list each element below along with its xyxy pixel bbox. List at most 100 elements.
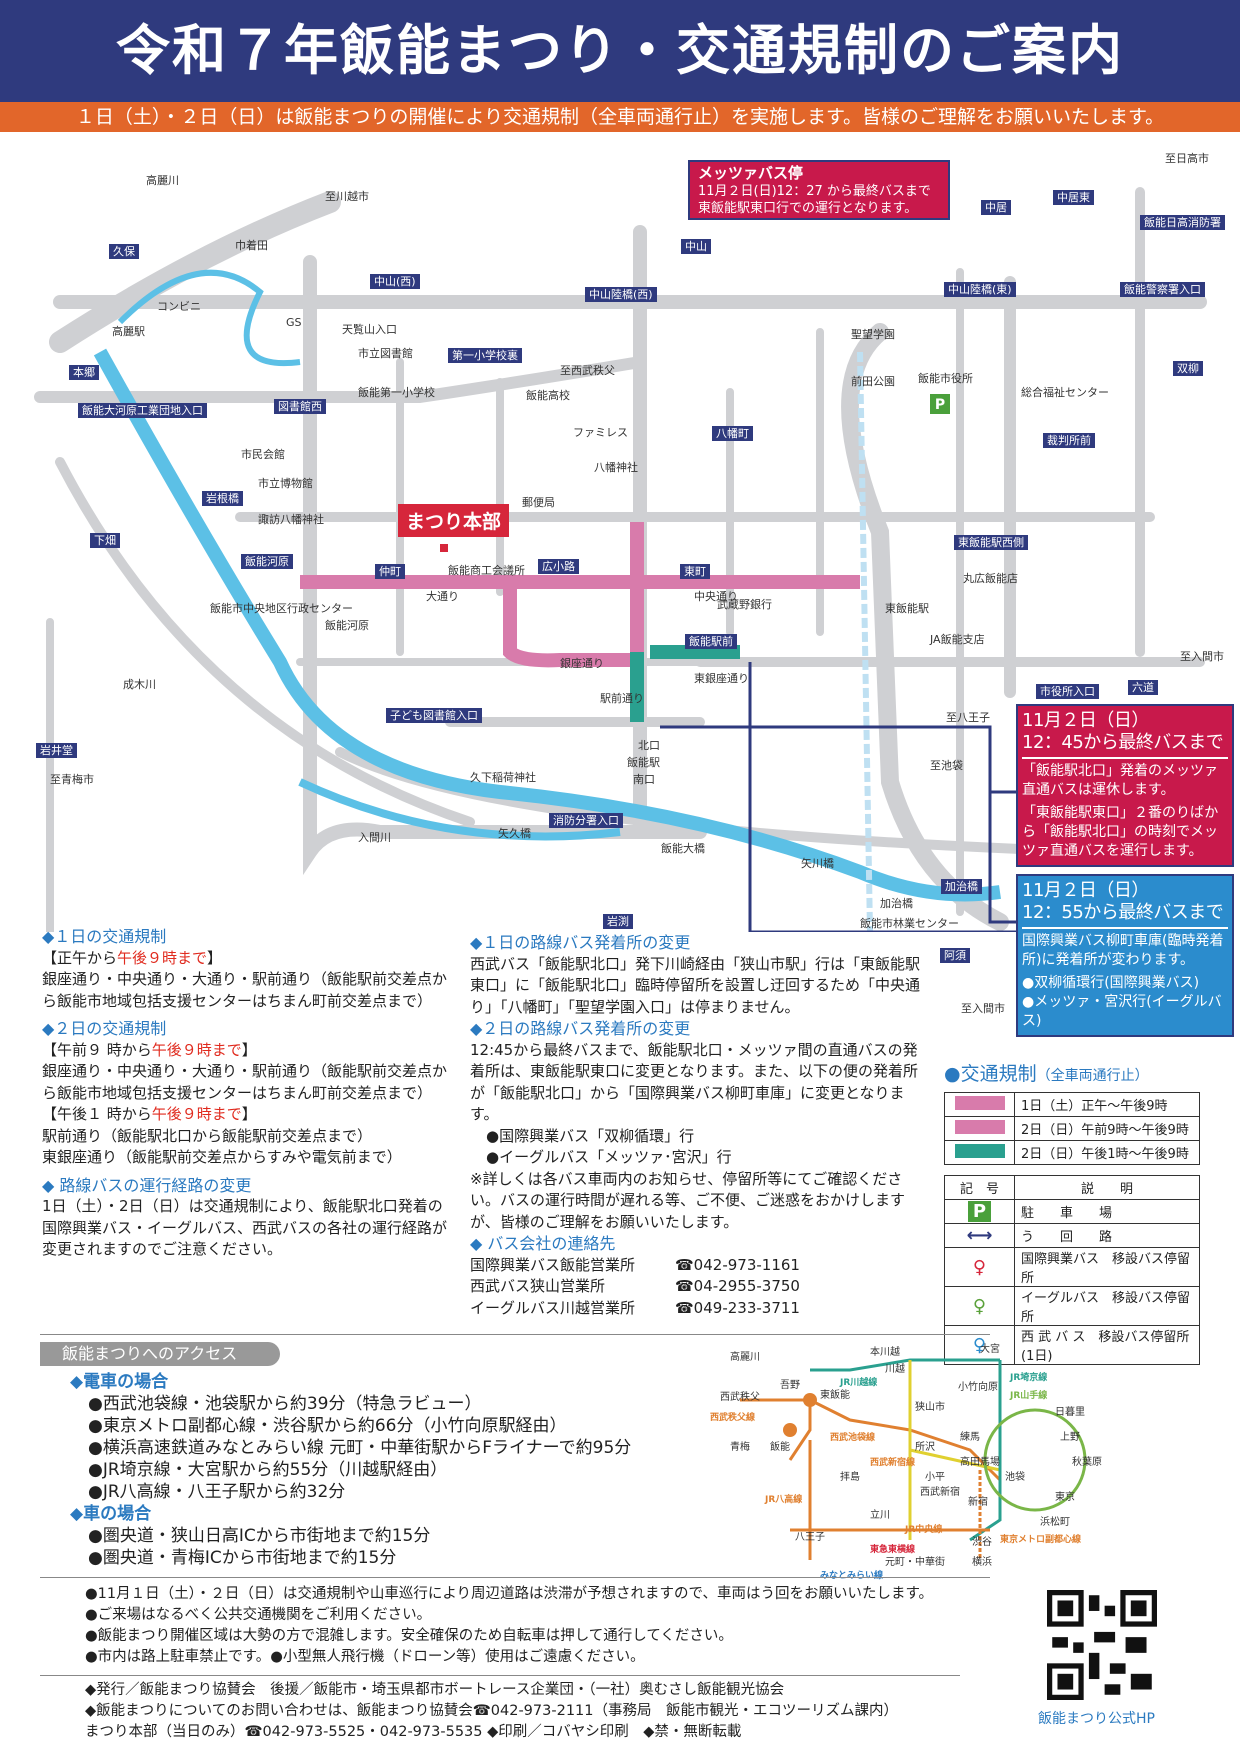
intersection-label: 広小路	[538, 559, 579, 574]
panel-text: 国際興業バス柳町車庫(臨時発着所)に発着所が変わります。	[1022, 933, 1224, 968]
rail-station-label: 池袋	[1005, 1470, 1025, 1483]
legend-label: 1日（土）正午〜午後9時	[1014, 1092, 1200, 1117]
rail-line-label: JR中央線	[904, 1523, 942, 1535]
train-route: ●西武池袋線・池袋駅から約39分（特急ラビュー）	[88, 1394, 482, 1414]
map-place-label: 巾着田	[235, 239, 268, 252]
intersection-label: 中山陸橋(西)	[585, 287, 657, 302]
intersection-label: 中山陸橋(東)	[944, 282, 1016, 297]
rail-station-label: 西武秩父	[720, 1390, 760, 1403]
intersection-label: 飯能大河原工業団地入口	[78, 403, 207, 418]
intersection-label: 八幡町	[712, 426, 753, 441]
map-place-label: 加治橋	[880, 897, 913, 910]
symbol-label: イーグルバス 移設バス停留所	[1014, 1286, 1200, 1326]
note-item: ●11月１日（土）・２日（日）は交通規制や山車巡行により周辺道路は渋滞が予想され…	[85, 1586, 934, 1602]
train-route: ●JR八高線・八王子駅から約32分	[88, 1482, 346, 1502]
map-place-label: 聖望学園	[851, 328, 895, 341]
map-place-label: 飯能河原	[325, 619, 369, 632]
legend-label: 2日（日）午後1時〜午後9時	[1014, 1140, 1200, 1165]
intersection-label: 飯能日高消防署	[1140, 215, 1225, 230]
map-place-label: 久下稲荷神社	[470, 771, 536, 784]
footer-line: ◆飯能まつりについてのお問い合わせは、飯能まつり協賛会☎042-973-2111…	[85, 1703, 898, 1719]
intersection-label: 飯能駅前	[685, 634, 737, 649]
access-heading: 飯能まつりへのアクセス	[40, 1342, 280, 1366]
rail-station-label: 東京	[1055, 1490, 1075, 1503]
car-route: ●圏央道・青梅ICから市街地まで約15分	[88, 1548, 397, 1568]
bullet: ●国際興業バス「双柳循環」行	[486, 1126, 695, 1145]
train-heading: ◆電車の場合	[70, 1372, 169, 1392]
section-heading: ◆１日の路線バス発着所の変更	[470, 933, 691, 952]
intersection-label: 中山(西)	[370, 274, 420, 289]
rail-line-label: みなとみらい線	[820, 1569, 883, 1580]
map-place-label: 飯能商工会議所	[448, 564, 525, 577]
rail-station-label: 拝島	[840, 1470, 860, 1483]
contact-row: 西武バス狭山営業所☎04-2955-3750	[470, 1276, 928, 1298]
rail-station-label: 八王子	[795, 1531, 825, 1543]
map-place-label: 至入間市	[961, 1002, 1005, 1015]
left-info: ◆１日の交通規制 【正午から午後９時まで】 銀座通り・中央通り・大通り・駅前通り…	[42, 926, 457, 1261]
rail-station-label: 東飯能	[820, 1388, 850, 1401]
traffic-map: P まつり本部 久保中山(西)中山陸橋(西)中山中居中居東中山陸橋(東)飯能警察…	[0, 132, 1240, 1015]
notice-panel-1255: 11月２日（日）12：55から最終バスまで 国際興業バス柳町車庫(臨時発着所)に…	[1016, 874, 1234, 1037]
rail-station-label: 練馬	[960, 1430, 980, 1443]
qr-code[interactable]	[1047, 1590, 1157, 1700]
intersection-label: 中居	[981, 200, 1011, 215]
higashi-hanno-station-icon	[803, 1393, 817, 1407]
subtitle-banner: １日（土）・２日（日）は飯能まつりの開催により交通規制（全車両通行止）を実施しま…	[0, 102, 1240, 132]
notice-title: メッツァバス停	[698, 164, 804, 182]
rail-line-label: 西武秩父線	[710, 1411, 755, 1423]
symbol-label: 西 武 バ ス 移設バス停留所(1日)	[1014, 1325, 1200, 1365]
note-item: ●ご来場はなるべく公共交通機関をご利用ください。	[85, 1607, 432, 1623]
intersection-label: 第一小学校裏	[448, 348, 522, 363]
rail-line-label: 西武新宿線	[870, 1456, 915, 1468]
rail-line-label: JR川越線	[839, 1376, 877, 1388]
map-place-label: 前田公園	[851, 375, 895, 388]
intersection-label: 岩根橋	[202, 491, 243, 506]
train-route: ●JR埼京線・大宮駅から約55分（川越駅経由）	[88, 1460, 448, 1480]
rail-line-label: JR八高線	[764, 1493, 802, 1505]
intersection-label: 仲町	[375, 564, 405, 579]
map-place-label: 天覧山入口	[342, 323, 397, 336]
intersection-label: 阿須	[940, 948, 970, 963]
legend-swatch	[954, 1119, 1005, 1134]
intersection-label: 加治橋	[941, 879, 982, 894]
section-text: 駅前通り（飯能駅北口から飯能駅前交差点まで）	[42, 1126, 373, 1145]
car-route: ●圏央道・狭山日高ICから市街地まで約15分	[88, 1526, 431, 1546]
rail-station-label: 小竹向原	[958, 1380, 998, 1393]
rail-station-label: 西武新宿	[920, 1485, 960, 1498]
intersection-label: 飯能河原	[241, 554, 293, 569]
panel-text: 「東飯能駅東口」２番のりばから「飯能駅北口」の時刻でメッツァ直通バスを運行します…	[1022, 805, 1219, 859]
time-text: 】	[241, 1105, 257, 1123]
map-place-label: 東飯能駅	[885, 602, 929, 615]
map-place-label: 高麗駅	[112, 325, 145, 338]
map-place-label: GS	[286, 316, 302, 329]
intersection-label: 市役所入口	[1036, 684, 1099, 699]
hanno-station-icon	[783, 1423, 797, 1437]
rail-station-label: 飯能	[770, 1440, 790, 1453]
symbol-row: ♀西 武 バ ス 移設バス停留所(1日)	[944, 1325, 1200, 1365]
map-place-label: 郵便局	[522, 496, 555, 509]
map-place-label: 至西武秩父	[560, 364, 615, 377]
map-place-label: 総合福祉センター	[1021, 386, 1109, 399]
rail-station-label: 新宿	[968, 1495, 988, 1508]
contact-name: 西武バス狭山営業所	[470, 1277, 606, 1295]
legend-swatch	[954, 1143, 1005, 1158]
intersection-label: 岩渕	[603, 914, 633, 929]
parking-icon: P	[967, 1201, 992, 1222]
intersection-label: 六道	[1128, 680, 1158, 695]
map-place-label: 飯能高校	[526, 389, 570, 402]
intersection-label: 下畑	[90, 533, 120, 548]
time-text: 【午前９ 時から	[42, 1040, 152, 1059]
rail-station-label: 立川	[870, 1508, 890, 1521]
train-route: ●東京メトロ副都心線・渋谷駅から約66分（小竹向原駅経由）	[88, 1416, 567, 1436]
section-text: 12:45から最終バスまで、飯能駅北口・メッツァ間の直通バスの発着所は、東飯能駅…	[470, 1040, 919, 1124]
map-place-label: JA飯能支店	[930, 633, 985, 646]
rail-route-map: 高麗川本川越大宮川越東飯能飯能西武秩父吾野狭山市所沢小竹向原池袋日暮里上野秋葉原…	[710, 1342, 1102, 1580]
map-place-label: コンビニ	[157, 300, 201, 313]
map-place-label: 至池袋	[930, 759, 963, 772]
map-place-label: 八幡神社	[594, 461, 638, 474]
panel-bullet: ●メッツァ・宮沢行(イーグルバス)	[1022, 994, 1222, 1029]
legend-title: ●交通規制	[944, 1063, 1037, 1085]
